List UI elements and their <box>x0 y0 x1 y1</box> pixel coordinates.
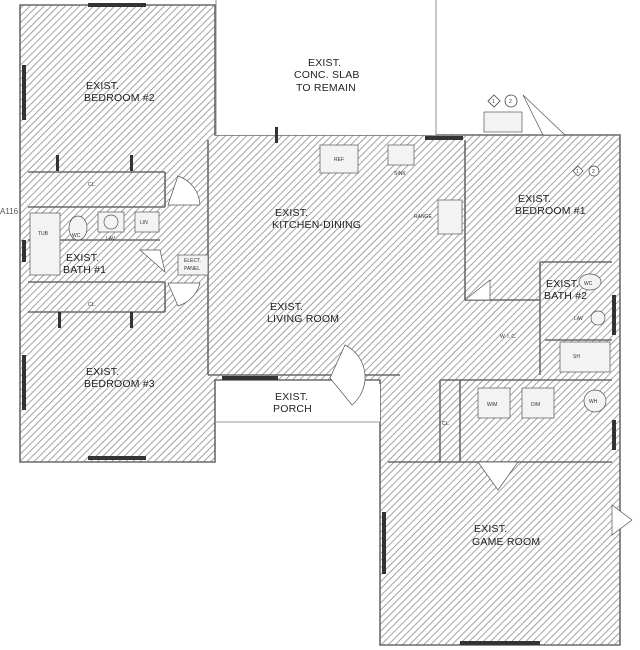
fixture-label-sink: SINK <box>394 171 406 177</box>
room-label-living-line1: EXIST. <box>270 301 303 313</box>
fixture-label-wc1: WC <box>72 233 81 239</box>
room-labels: EXIST. BEDROOM #2 EXIST. CONC. SLAB TO R… <box>63 57 587 548</box>
room-label-game-line1: EXIST. <box>474 523 507 535</box>
room-label-slab-line2: CONC. SLAB <box>294 69 360 81</box>
fixture-label-elect: ELECT. <box>184 258 201 264</box>
fixture-label-lin: LIN <box>140 220 148 226</box>
room-label-slab-line1: EXIST. <box>308 57 341 69</box>
shower <box>559 341 611 373</box>
linen-closet <box>134 211 160 233</box>
room-label-porch-line1: EXIST. <box>275 391 308 403</box>
keynote-circle-2b <box>588 165 600 177</box>
room-label-bedroom3-line2: BEDROOM #3 <box>84 378 155 390</box>
wic-label: W. I. C. <box>500 334 516 340</box>
keynote-diamond-1b <box>572 165 584 177</box>
bathtub <box>29 212 61 276</box>
keynote-1-label: 1 <box>492 99 495 105</box>
room-label-bath1-line2: BATH #1 <box>63 264 106 276</box>
room-label-bedroom1-line2: BEDROOM #1 <box>515 205 586 217</box>
keynote-circle-2 <box>504 94 518 108</box>
fixture-label-sh: SH <box>573 354 580 360</box>
slab-area <box>216 0 436 135</box>
fixture-label-tub: TUB <box>38 231 49 237</box>
exterior-box <box>483 111 523 133</box>
room-label-bedroom3-line1: EXIST. <box>86 366 119 378</box>
lavatory-bath1 <box>103 214 119 230</box>
room-label-porch-line2: PORCH <box>273 403 312 415</box>
fixture-label-dryer: D/M <box>531 402 540 408</box>
room-label-living-line2: LIVING ROOM <box>267 313 339 325</box>
fixture-label-wc2: WC <box>584 281 593 287</box>
room-label-bedroom1-line1: EXIST. <box>518 193 551 205</box>
room-label-bath1-line1: EXIST. <box>66 252 99 264</box>
room-label-game-line2: GAME ROOM <box>472 536 540 548</box>
room-label-kitchen-line1: EXIST. <box>275 207 308 219</box>
washer <box>477 387 511 419</box>
closet-label-game: CL. <box>442 421 450 427</box>
toilet-bath2 <box>578 273 602 291</box>
keynote-1b-label: 1 <box>576 169 579 175</box>
building-footprint <box>19 4 621 646</box>
keynote-2-label: 2 <box>509 99 512 105</box>
doors <box>139 94 633 536</box>
room-label-bath2-line1: EXIST. <box>546 278 579 290</box>
fixture-label-range: RANGE <box>414 214 432 220</box>
closet-label-bed2: CL. <box>88 182 96 188</box>
fixture-label-ref: REF <box>334 157 344 163</box>
fixture-label-wh: WH <box>589 399 598 405</box>
fixture-label-washer: W/M <box>487 402 497 408</box>
fixture-label-lav2: LAV <box>574 316 584 322</box>
closet-label-bed3: CL. <box>88 302 96 308</box>
range <box>437 199 463 235</box>
fixture-label-lav1: LAV <box>106 236 116 242</box>
keynote-diamond-1 <box>487 94 501 108</box>
toilet-bath1 <box>68 215 88 241</box>
room-label-bath2-line2: BATH #2 <box>544 290 587 302</box>
interior-walls <box>28 140 612 463</box>
keynote-2b-label: 2 <box>592 169 595 175</box>
room-label-slab-line3: TO REMAIN <box>296 82 356 94</box>
room-label-bedroom2-line2: BEDROOM #2 <box>84 92 155 104</box>
fixture-label-panel: PANEL <box>184 266 200 272</box>
refrigerator <box>319 144 359 174</box>
elec-panel <box>177 254 209 276</box>
water-heater <box>583 389 607 413</box>
fixtures: REF SINK RANGE TUB WC LAV LIN WC LAV SH … <box>29 111 611 419</box>
lavatory-bath2 <box>590 310 606 326</box>
side-tag: A116 <box>0 207 19 216</box>
dryer <box>521 387 555 419</box>
kitchen-sink <box>387 144 415 166</box>
room-label-kitchen-line2: KITCHEN-DINING <box>272 219 361 231</box>
room-label-bedroom2-line1: EXIST. <box>86 80 119 92</box>
keynote-markers: 1 2 1 2 <box>487 94 600 177</box>
windows <box>22 3 616 645</box>
